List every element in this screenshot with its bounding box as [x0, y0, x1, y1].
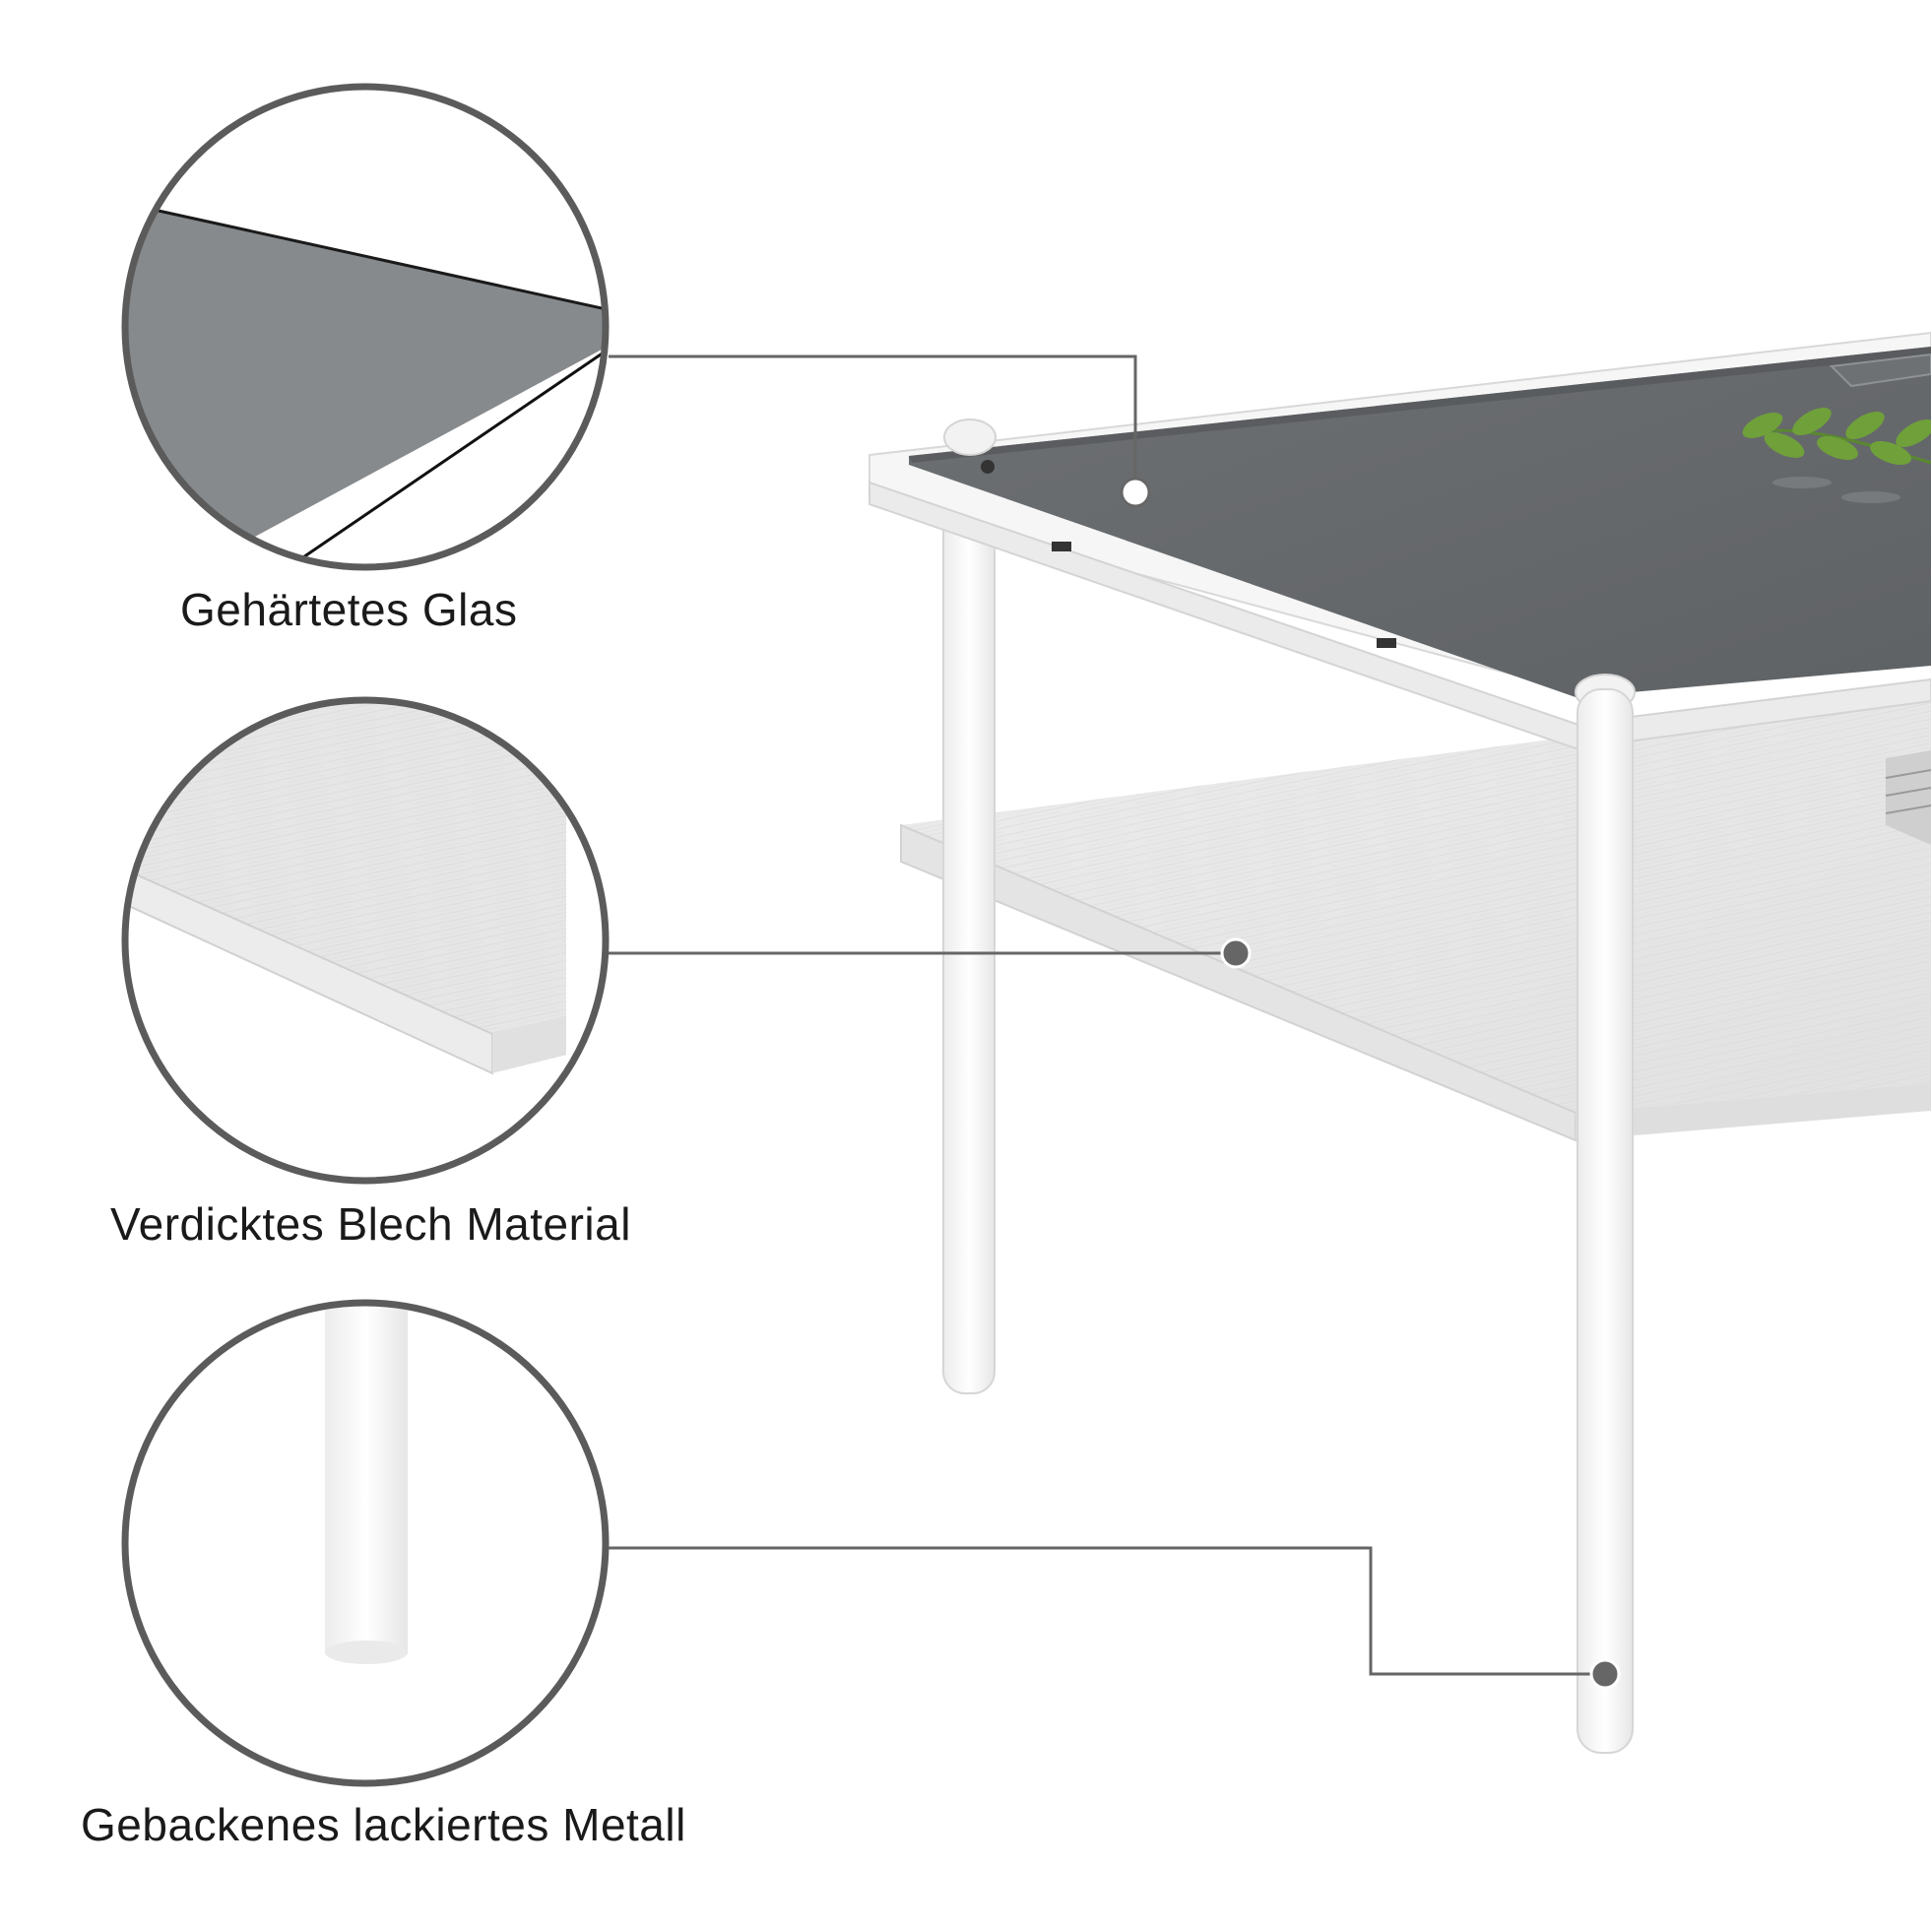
leg-cap	[943, 419, 997, 456]
lower-shelf	[900, 689, 1931, 1142]
detail-circle-metal	[121, 1299, 610, 1787]
coffee-table	[869, 331, 1931, 1754]
plant-decoration	[1742, 408, 1931, 503]
table-leg-front-right	[1577, 688, 1634, 1754]
table-leg-front-left	[942, 491, 996, 1394]
leader-line-metal	[609, 1546, 1621, 1690]
glass-top	[869, 331, 1931, 750]
feature-label-glass: Gehärtetes Glas	[180, 584, 518, 635]
leader-line-shelf	[609, 937, 1252, 969]
feature-label-metal: Gebackenes lackiertes Metall	[81, 1799, 686, 1850]
detail-circle-shelf	[121, 696, 610, 1185]
detail-circle-glass	[121, 83, 610, 571]
books	[1885, 750, 1931, 845]
feature-label-shelf: Verdicktes Blech Material	[110, 1198, 631, 1250]
leader-line-glass	[609, 354, 1151, 508]
